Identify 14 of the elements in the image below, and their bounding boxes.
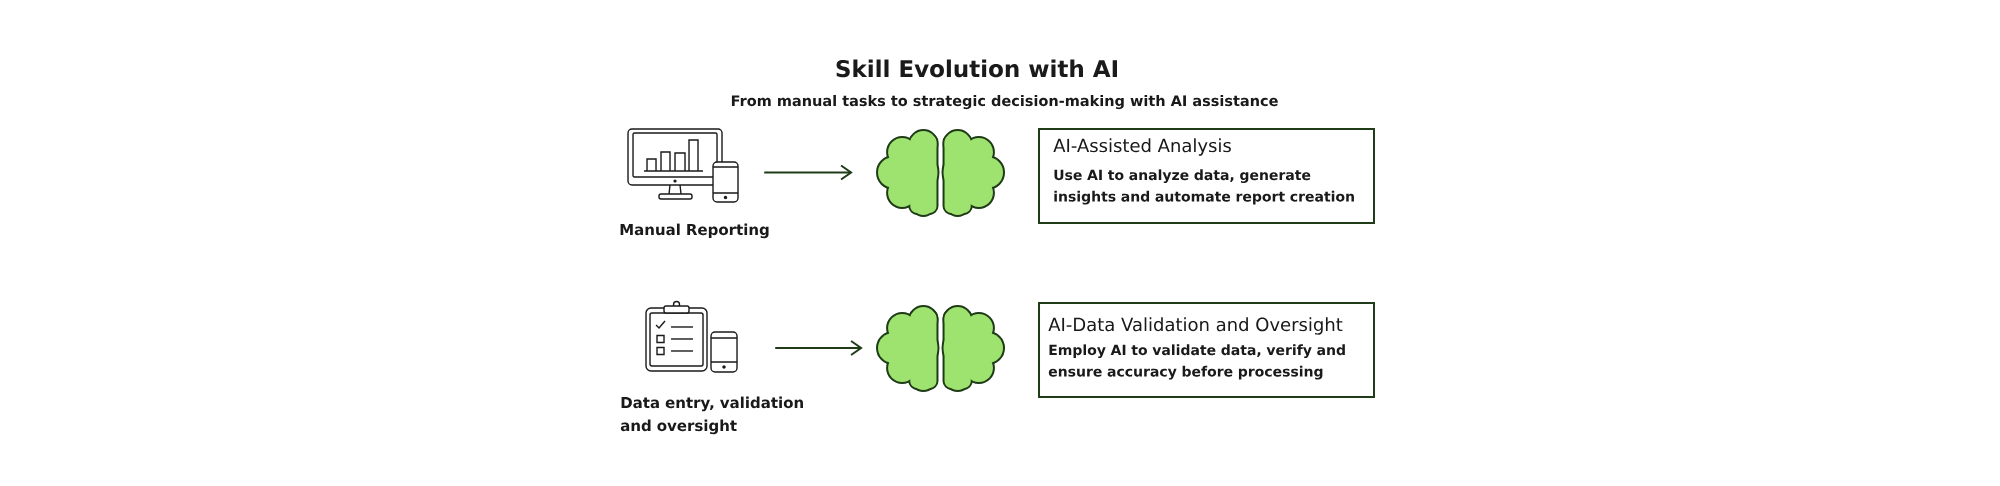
icon-caption: Data entry, validation and oversight [620,396,803,435]
arrow [774,340,863,356]
box-description: Use AI to analyze data, generate insights and automate report creation [1054,169,1354,205]
box-heading: AI-Assisted Analysis [1053,138,1231,156]
box-description: Employ AI to validate data, verify and ensure accuracy before processing [1048,344,1345,380]
clipboard-phone-icon [645,300,738,373]
subtitle: From manual tasks to strategic decision-making with AI assistance [731,94,1278,110]
brain-icon [876,129,1005,217]
box-heading: AI-Data Validation and Oversight [1048,317,1343,335]
brain-icon [876,305,1005,392]
title: Skill Evolution with AI [836,59,1117,78]
arrow [763,164,853,181]
monitor-phone-icon [627,128,739,203]
icon-caption: Manual Reporting [620,223,769,239]
